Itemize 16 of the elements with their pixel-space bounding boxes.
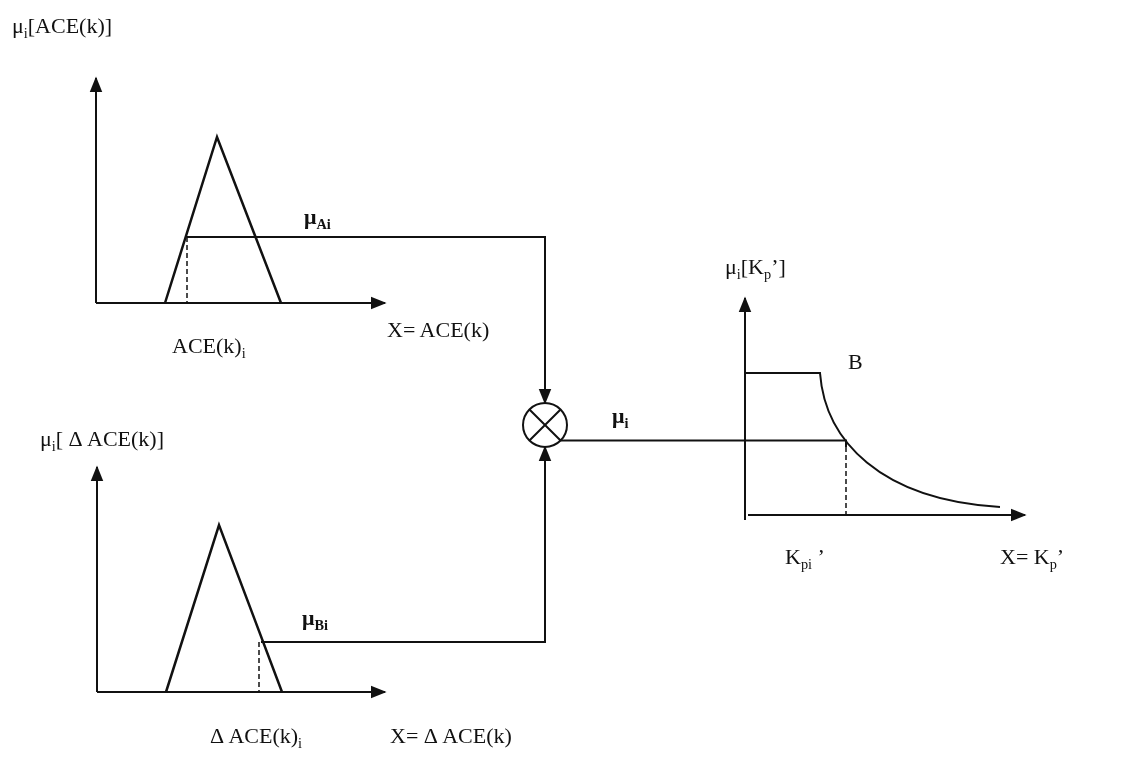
axis-label: μ$_{i}$[K$_{p}$’] [725,255,786,284]
axis-label: μ$_{i}$[ACE(k)] [12,14,113,43]
axis-label: X= Δ ACE(k) [390,724,512,749]
axis-label: K$_{pi}$ ’ [785,545,825,574]
membership-curve [744,372,1001,508]
axis-label: μ$_{i}$[ Δ ACE(k)] [40,427,165,456]
triangular-membership-curve [164,521,284,693]
axis-label: X= ACE(k) [387,318,490,343]
multiplier-circle [522,402,568,448]
axis-label: Δ ACE(k)$_{i}$ [210,724,303,753]
axis-label: X= K$_{p}$’ [1000,545,1065,574]
triangular-membership-curve [163,133,283,304]
connector-arrow [260,445,552,643]
axis-label: ACE(k)$_{i}$ [172,334,246,363]
axis-label: B [848,350,863,375]
connector-arrow [186,236,552,405]
